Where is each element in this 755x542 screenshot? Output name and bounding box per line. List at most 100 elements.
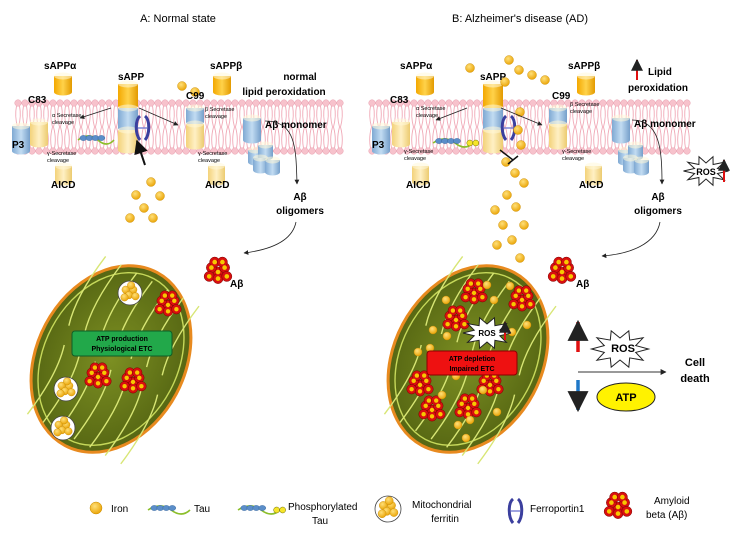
amyloid-core [445,321,450,327]
lipid-head [231,147,239,155]
lipid-tail [288,126,294,149]
lipid-tail [295,126,301,149]
amyloid-core [526,293,531,299]
amyloid-core [417,389,423,394]
crista [161,305,200,376]
amyloid-core [516,288,522,293]
lipid-tail [225,105,231,128]
lipid-head [396,99,404,107]
lipid-head [599,99,607,107]
iron-export-arrow [134,139,148,166]
lipid-head [585,99,593,107]
lipid-head [14,99,22,107]
lipid-head [147,147,155,155]
amyloid-core [559,276,565,281]
label-sappb: sAPPβ [210,61,242,72]
lipid-head [42,147,50,155]
amyloid-core [222,265,227,270]
monomer-to-oligomer-arrow [264,120,300,185]
ros-label-right: ROS [611,343,635,355]
amyloid-core [206,274,212,279]
cyl-sappb-top [213,72,231,80]
lipid-head [578,147,586,155]
lipid-head [280,99,288,107]
cyl-sapp-mid [118,108,138,128]
lipid-head [620,99,628,107]
lipid-tail [642,105,648,128]
iron-dot [489,295,499,305]
cyl-oligomer-b-top [634,156,649,164]
amyloid-core [124,375,129,381]
iron-dot [63,377,72,386]
lipid-head [417,99,425,107]
amyloid-core [87,378,92,384]
cyl-p3-base [12,147,30,155]
cyl-c99-low-b-base [549,142,567,150]
lipid-head [662,147,670,155]
atp-label: ATP [615,392,636,404]
lipid-head [571,147,579,155]
lipid-head [182,147,190,155]
lipid-head [77,147,85,155]
amyloid-core [475,281,481,286]
lipid-head [203,147,211,155]
lipid-head [445,147,453,155]
amyloid-core [463,294,468,300]
cyl-c83-b-base [392,140,410,148]
amyloid-core [624,509,630,514]
cyl-p3 [12,126,30,151]
panel-a: A: Normal state sAPPα sAPP sAPPβ C83 C99… [12,13,344,465]
lipid-tail [572,105,578,128]
lipid-tail [579,126,585,149]
lipid-head [56,99,64,107]
lipid-tail [106,126,112,149]
lipid-tail [418,105,424,128]
amyloid-core [172,298,177,304]
lipid-head [210,147,218,155]
label-abeta-a: Aβ [230,279,243,290]
lipid-tail [155,105,161,128]
amyloid-core [169,293,175,298]
lipid-head [452,147,460,155]
lipid-head [91,99,99,107]
ros-burst-right [589,329,651,369]
lipid-tail [155,126,161,149]
lipid-head [564,99,572,107]
amyloid-core [453,324,459,329]
lipid-tail [474,105,480,128]
phosphate [279,506,286,514]
amyloid-core [95,374,101,380]
amyloid-core [421,373,427,378]
lipid-head [259,99,267,107]
lipid-head [161,147,169,155]
cyl-aicd-right-base [208,178,225,186]
lipid-head [592,99,600,107]
lipid-tail [302,126,308,149]
amyloid-core [465,405,471,411]
amyloid-core [215,276,221,281]
amyloid-core [438,411,443,417]
lipid-head [245,99,253,107]
iron-dot [516,140,526,150]
lipid-tail [663,105,669,128]
amyloid-core [481,378,486,384]
lipid-head [224,99,232,107]
legend-tau-icon [147,505,191,515]
ros-burst-top [683,155,729,187]
lipid-tail [642,126,648,149]
arrow-to-c83 [79,107,112,119]
lipid-head [438,99,446,107]
lipid-tail [337,105,343,128]
amyloid-core [99,365,105,370]
lipid-head [21,99,29,107]
lipid-head [438,147,446,155]
lipid-head [329,147,337,155]
lipid-head [35,147,43,155]
lipid-head [543,99,551,107]
cyl-c99-top-b [549,108,567,122]
lipid-tail [432,126,438,149]
